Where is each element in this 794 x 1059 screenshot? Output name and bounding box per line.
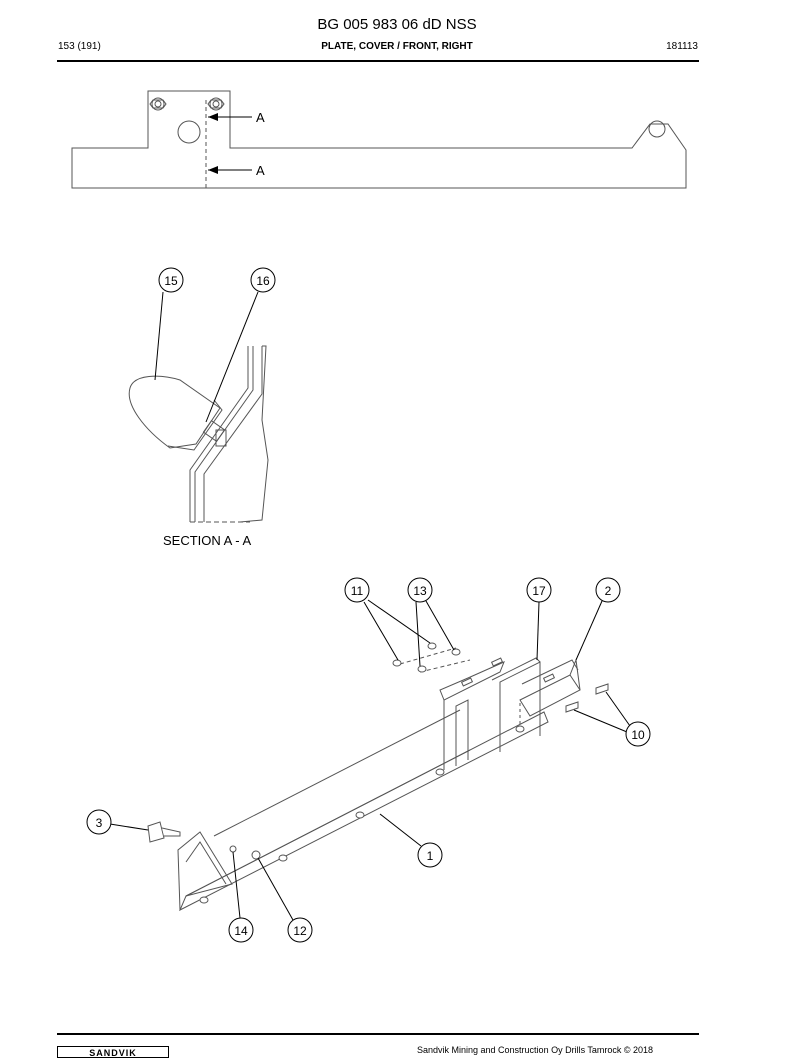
callout-12: 12 bbox=[257, 857, 313, 943]
svg-text:2: 2 bbox=[605, 584, 612, 598]
callout-11: 11 bbox=[344, 577, 431, 661]
iso-cover-plate bbox=[178, 711, 549, 912]
header-divider bbox=[57, 60, 699, 62]
top-view-lamp-circle bbox=[177, 120, 201, 144]
section-mark-bottom: A bbox=[208, 163, 265, 178]
document-code: 181113 bbox=[666, 41, 698, 52]
isometric-view bbox=[177, 647, 581, 912]
top-view-nut-left bbox=[149, 97, 167, 111]
svg-text:11: 11 bbox=[351, 584, 364, 598]
callout-1: 1 bbox=[379, 813, 443, 868]
section-bolt bbox=[202, 419, 226, 443]
top-view-nut-right bbox=[207, 97, 225, 111]
callout-16: 16 bbox=[205, 267, 276, 423]
svg-text:15: 15 bbox=[164, 274, 178, 288]
iso-lamp-part bbox=[147, 821, 165, 843]
section-mark-top: A bbox=[208, 110, 265, 125]
section-plate bbox=[189, 346, 249, 522]
callout-3: 3 bbox=[86, 809, 149, 835]
svg-text:10: 10 bbox=[631, 728, 645, 742]
sandvik-logo: SANDVIK bbox=[57, 1046, 169, 1058]
top-view-hole-right bbox=[648, 120, 666, 138]
svg-text:16: 16 bbox=[256, 274, 270, 288]
callout-15: 15 bbox=[154, 267, 184, 381]
callout-10: 10 bbox=[573, 691, 651, 747]
svg-text:17: 17 bbox=[532, 584, 546, 598]
callout-17: 17 bbox=[526, 577, 552, 661]
callout-2: 2 bbox=[575, 577, 621, 661]
iso-hardware bbox=[147, 642, 609, 904]
svg-text:3: 3 bbox=[96, 816, 103, 830]
svg-text:12: 12 bbox=[293, 924, 307, 938]
document-subtitle: PLATE, COVER / FRONT, RIGHT bbox=[321, 41, 473, 52]
section-view bbox=[128, 345, 269, 523]
callout-14: 14 bbox=[228, 851, 254, 943]
footer-divider bbox=[57, 1033, 699, 1035]
document-title: BG 005 983 06 dD NSS bbox=[317, 16, 477, 33]
section-mark-top-label: A bbox=[256, 110, 265, 125]
section-lamp-dome bbox=[128, 375, 221, 449]
svg-text:13: 13 bbox=[413, 584, 427, 598]
callout-13: 13 bbox=[407, 577, 455, 667]
section-caption: SECTION A - A bbox=[163, 533, 251, 548]
top-view bbox=[71, 90, 687, 189]
svg-text:14: 14 bbox=[234, 924, 248, 938]
iso-bracket bbox=[439, 661, 505, 770]
footer-copyright: Sandvik Mining and Construction Oy Drill… bbox=[417, 1045, 654, 1055]
page-number: 153 (191) bbox=[58, 41, 101, 52]
top-view-outline bbox=[71, 90, 687, 189]
section-mark-bottom-label: A bbox=[256, 163, 265, 178]
svg-text:1: 1 bbox=[427, 849, 434, 863]
